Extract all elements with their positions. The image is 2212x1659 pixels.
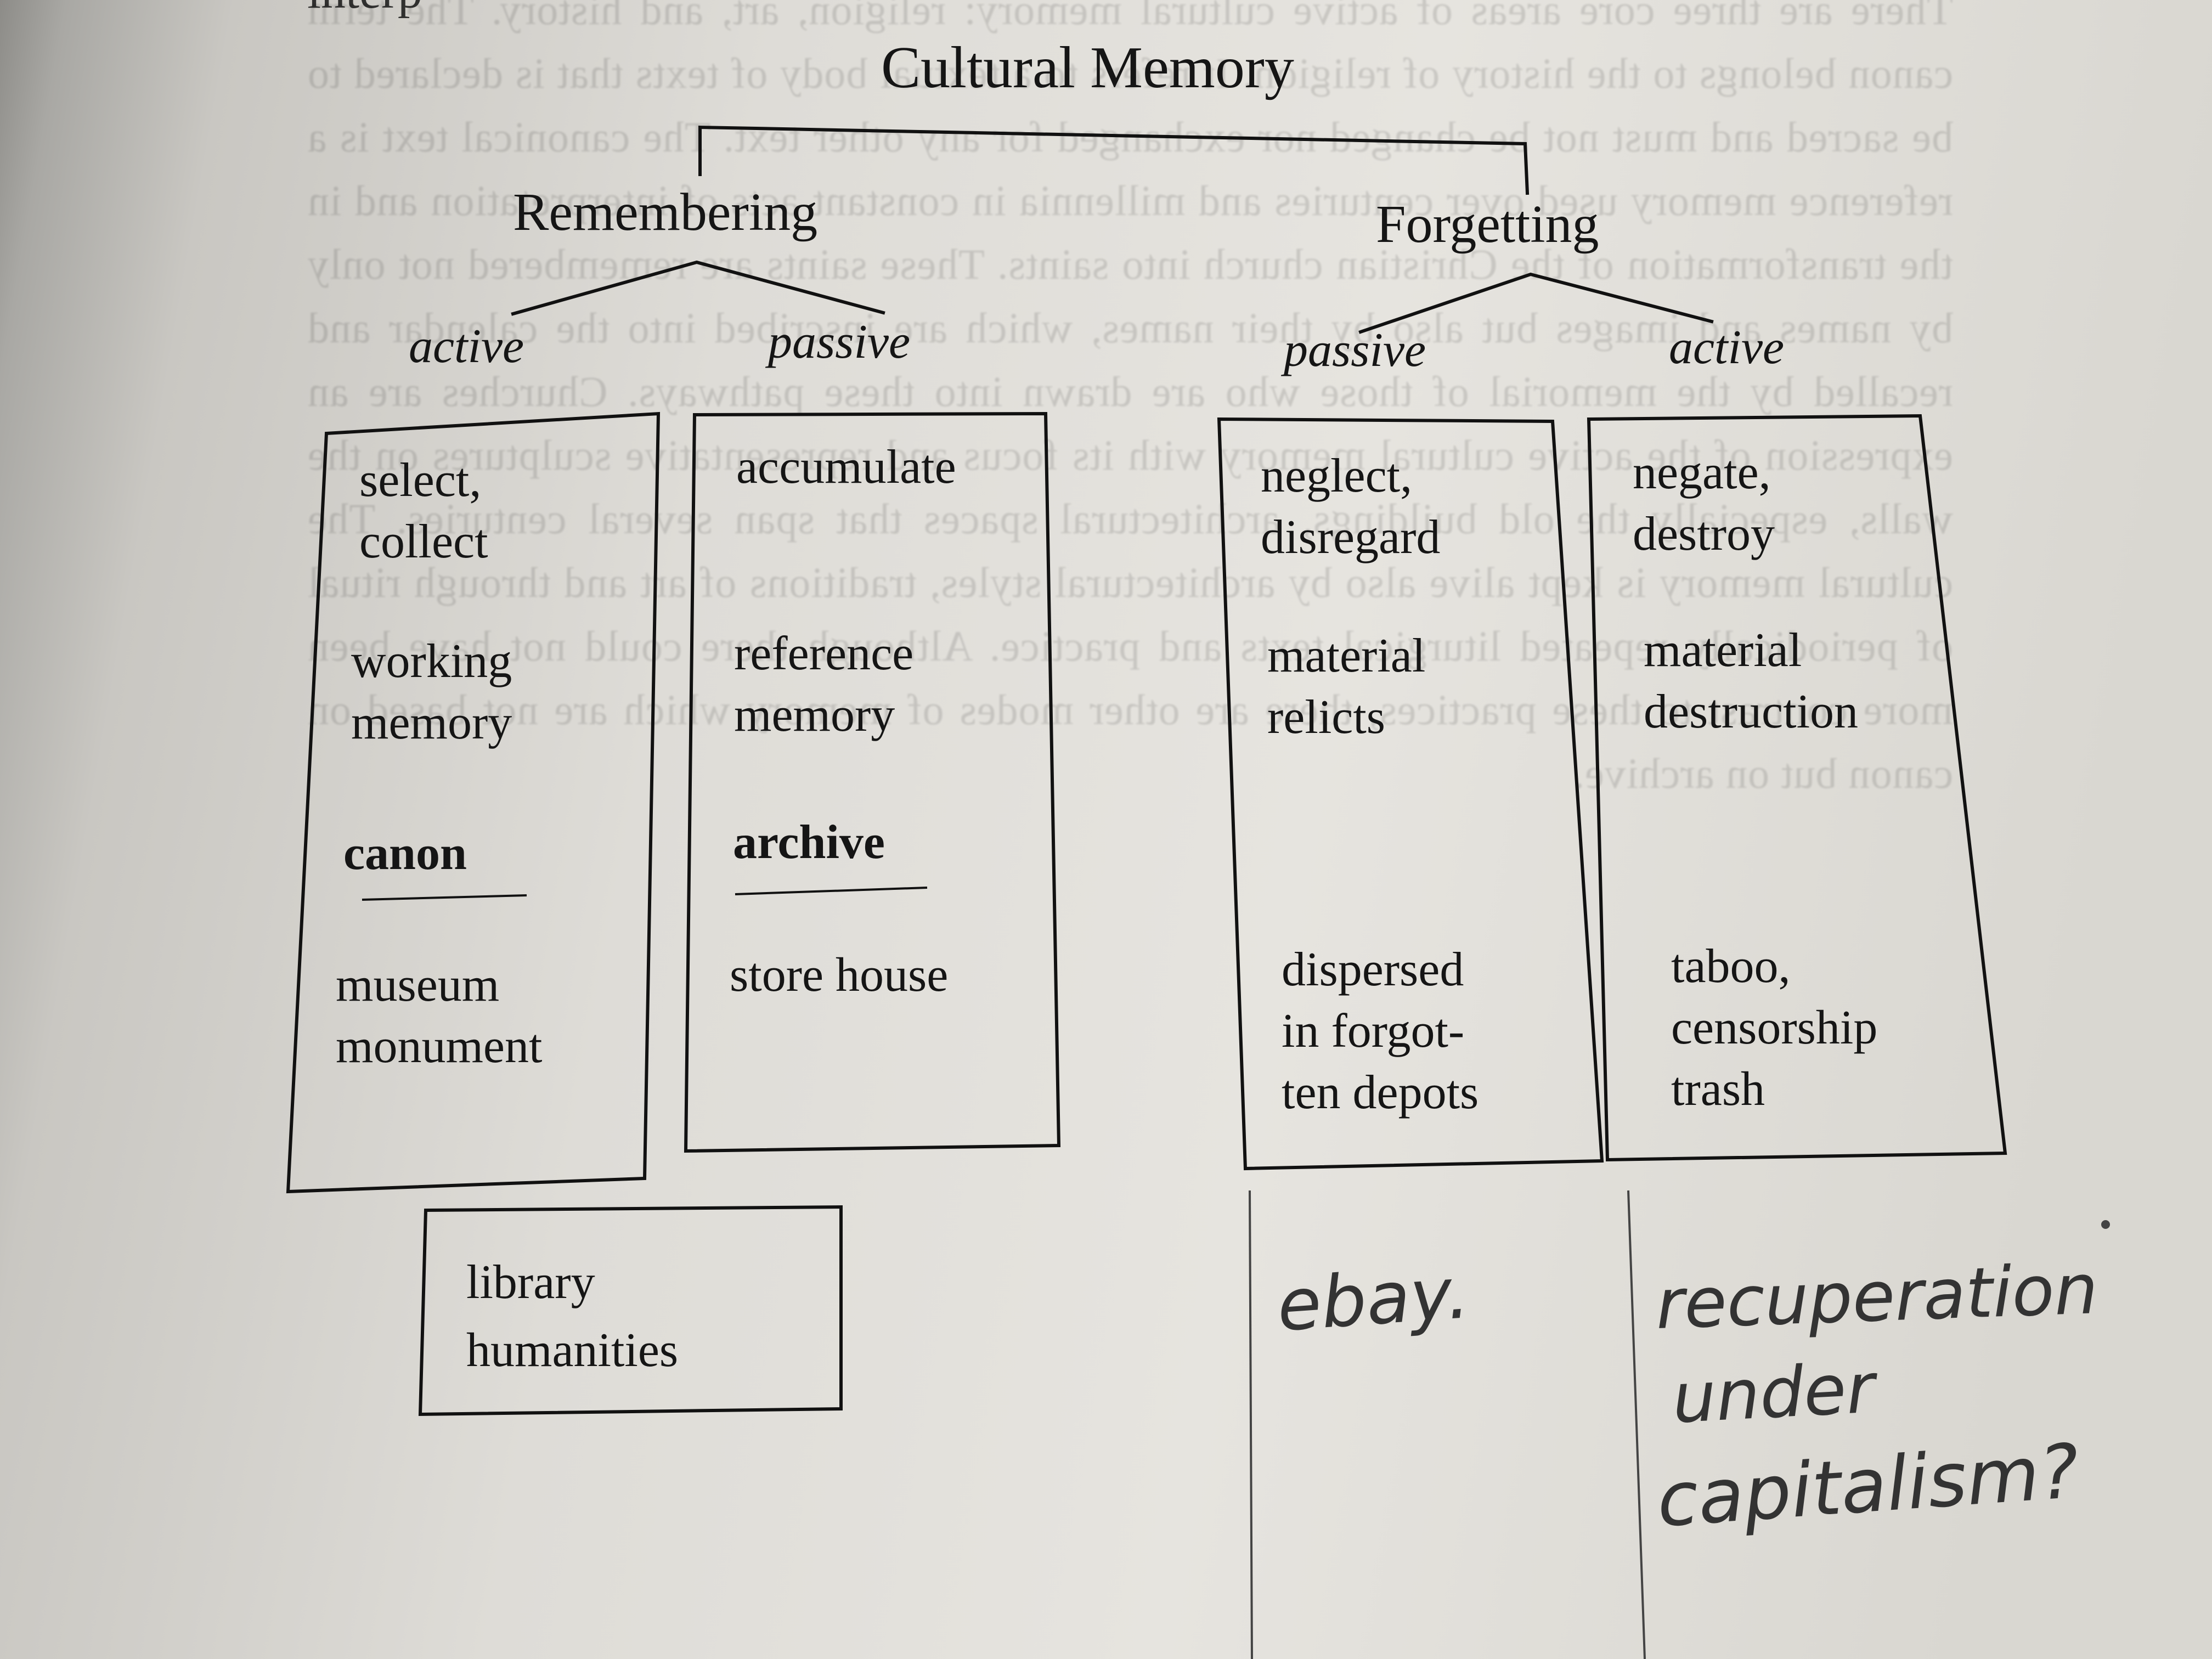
cell-canon: canon (343, 827, 467, 880)
cell-material-relicts: material relicts (1267, 629, 1426, 744)
cell-neglect-disregard: neglect, disregard (1261, 449, 1441, 564)
cell-reference-memory: reference memory (734, 627, 914, 742)
canon-underline (362, 894, 527, 901)
cell-taboo-censorship-trash: taboo, censorship trash (1671, 940, 1878, 1116)
cell-material-destruction: material destruction (1644, 624, 1859, 738)
ink-dot (2101, 1220, 2110, 1229)
column-box-rem-passive (684, 411, 1061, 1153)
column-box-forg-passive (1217, 417, 1604, 1171)
forg-active-label: active (1669, 321, 1785, 374)
forgetting-chevron (1358, 272, 1714, 334)
remembering-label: Remembering (513, 183, 818, 242)
forg-passive-label: passive (1284, 324, 1426, 377)
handwritten-under: under (1670, 1347, 1877, 1439)
cell-museum-monument: museum monument (336, 958, 543, 1073)
rem-active-label: active (409, 320, 524, 373)
title-bracket (698, 125, 1530, 195)
handwritten-ebay: ebay. (1274, 1250, 1472, 1348)
archive-underline (735, 887, 928, 895)
cell-store-house: store house (730, 949, 949, 1002)
cell-negate-destroy: negate, destroy (1633, 446, 1775, 561)
column-box-forg-active (1587, 414, 2007, 1162)
cell-select-collect: select, collect (359, 454, 488, 568)
page-top-fragment: interp (307, 0, 422, 16)
bottom-box (418, 1205, 843, 1417)
forgetting-label: Forgetting (1376, 195, 1599, 254)
cell-archive: archive (733, 816, 885, 869)
remembering-chevron (511, 260, 885, 316)
cell-library-humanities: library humanities (466, 1256, 679, 1377)
rem-passive-label: passive (768, 315, 911, 369)
ink-divider-left (1249, 1190, 1253, 1659)
cell-working-memory: working memory (351, 635, 512, 749)
cell-accumulate: accumulate (736, 441, 956, 494)
cell-dispersed-depots: dispersed in forgot- ten depots (1282, 943, 1479, 1119)
handwritten-recuperation: recuperation (1654, 1248, 2100, 1345)
ink-divider-right (1627, 1190, 1646, 1659)
column-box-rem-active (286, 411, 661, 1194)
diagram-title: Cultural Memory (881, 35, 1294, 100)
